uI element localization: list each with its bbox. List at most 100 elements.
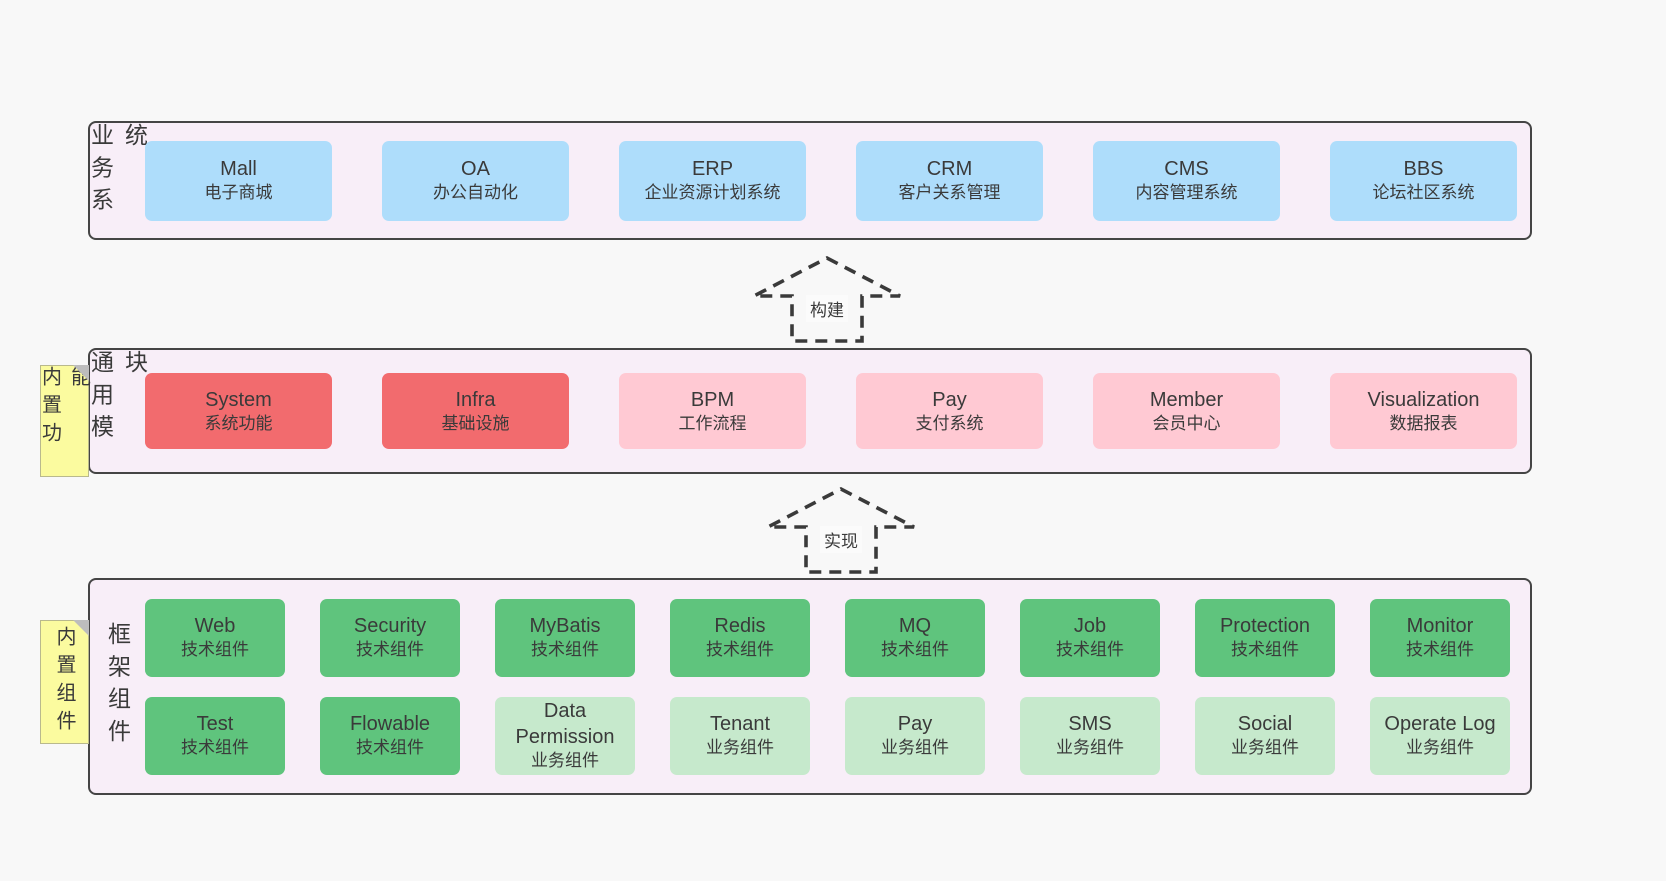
panel-business-systems-label: 业务系统 <box>87 123 148 220</box>
module-name-en: Job <box>1073 615 1107 638</box>
module-name-cn: 论坛社区系统 <box>1372 183 1475 203</box>
module-name-cn: 技术组件 <box>181 738 249 758</box>
module-name-cn: 客户关系管理 <box>898 183 1001 203</box>
module-name-cn: 工作流程 <box>678 413 747 433</box>
module-name-en: Pay <box>932 388 967 411</box>
module-name-cn: 数据报表 <box>1389 413 1458 433</box>
sticky-note-builtin-components: 内置组件 <box>40 620 89 744</box>
module-name-cn: 技术组件 <box>881 640 949 660</box>
module-name-cn: 会员中心 <box>1152 413 1221 433</box>
module-name-en: Monitor <box>1406 615 1474 638</box>
module-name-en: Redis <box>714 615 766 638</box>
module-name-cn: 技术组件 <box>1056 640 1124 660</box>
panel-common-modules-label: 通用模块 <box>87 350 148 447</box>
module-name-cn: 业务组件 <box>1056 738 1124 758</box>
sticky-builtin-components-label: 内置组件 <box>53 626 75 738</box>
module-name-cn: 办公自动化 <box>433 183 518 203</box>
module-name-cn: 系统功能 <box>204 413 273 433</box>
implement-arrow-label: 实现 <box>820 526 862 553</box>
module-name-en: BPM <box>690 388 735 411</box>
sticky-builtin-features-label: 内置功能 <box>38 366 90 450</box>
module-name-cn: 业务组件 <box>881 738 949 758</box>
module-name-cn: 技术组件 <box>356 640 424 660</box>
module-name-en: OA <box>461 158 490 181</box>
module-name-en: Operate Log <box>1384 713 1496 736</box>
module-name-cn: 业务组件 <box>531 751 599 771</box>
module-name-en: Infra <box>455 388 496 411</box>
module-name-cn: 技术组件 <box>356 738 424 758</box>
module-name-en: Flowable <box>349 713 431 736</box>
module-name-cn: 技术组件 <box>531 640 599 660</box>
module-name-en: MQ <box>898 615 932 638</box>
module-name-en: Test <box>196 713 234 736</box>
module-name-en: Web <box>194 615 236 638</box>
build-arrow: 构建 <box>752 255 902 345</box>
module-name-en: Security <box>353 615 427 638</box>
module-name-en: Tenant <box>709 713 771 736</box>
module-name-cn: 技术组件 <box>706 640 774 660</box>
sticky-note-builtin-features: 内置功能 <box>39 365 90 477</box>
module-name-en: SMS <box>1068 713 1112 736</box>
module-name-cn: 业务组件 <box>1406 738 1474 758</box>
module-name-en: MyBatis <box>529 615 601 638</box>
module-name-en: ERP <box>691 158 734 181</box>
up-arrow-icon <box>753 255 901 343</box>
module-name-en: BBS <box>1403 158 1444 181</box>
module-name-en: Mall <box>220 158 257 181</box>
module-name-cn: 技术组件 <box>181 640 249 660</box>
module-name-cn: 业务组件 <box>706 738 774 758</box>
module-name-cn: 技术组件 <box>1231 640 1299 660</box>
module-name-en: CRM <box>926 158 973 181</box>
module-name-en: Visualization <box>1367 388 1480 411</box>
module-name-cn: 支付系统 <box>915 413 984 433</box>
module-name-cn: 企业资源计划系统 <box>644 183 781 203</box>
module-name-cn: 业务组件 <box>1231 738 1299 758</box>
module-name-cn: 技术组件 <box>1406 640 1474 660</box>
module-name-en: Social <box>1237 713 1293 736</box>
module-name-cn: 基础设施 <box>441 413 510 433</box>
module-name-en: Protection <box>1219 615 1311 638</box>
module-name-en: System <box>205 388 272 411</box>
implement-arrow: 实现 <box>766 486 916 576</box>
module-name-en: Pay <box>897 713 933 736</box>
module-name-cn: 电子商城 <box>204 183 273 203</box>
module-name-cn: 内容管理系统 <box>1135 183 1238 203</box>
up-arrow-icon <box>767 486 915 574</box>
panel-framework-components-label: 框架组件 <box>104 622 131 751</box>
module-name-en: Data Permission <box>515 700 615 749</box>
